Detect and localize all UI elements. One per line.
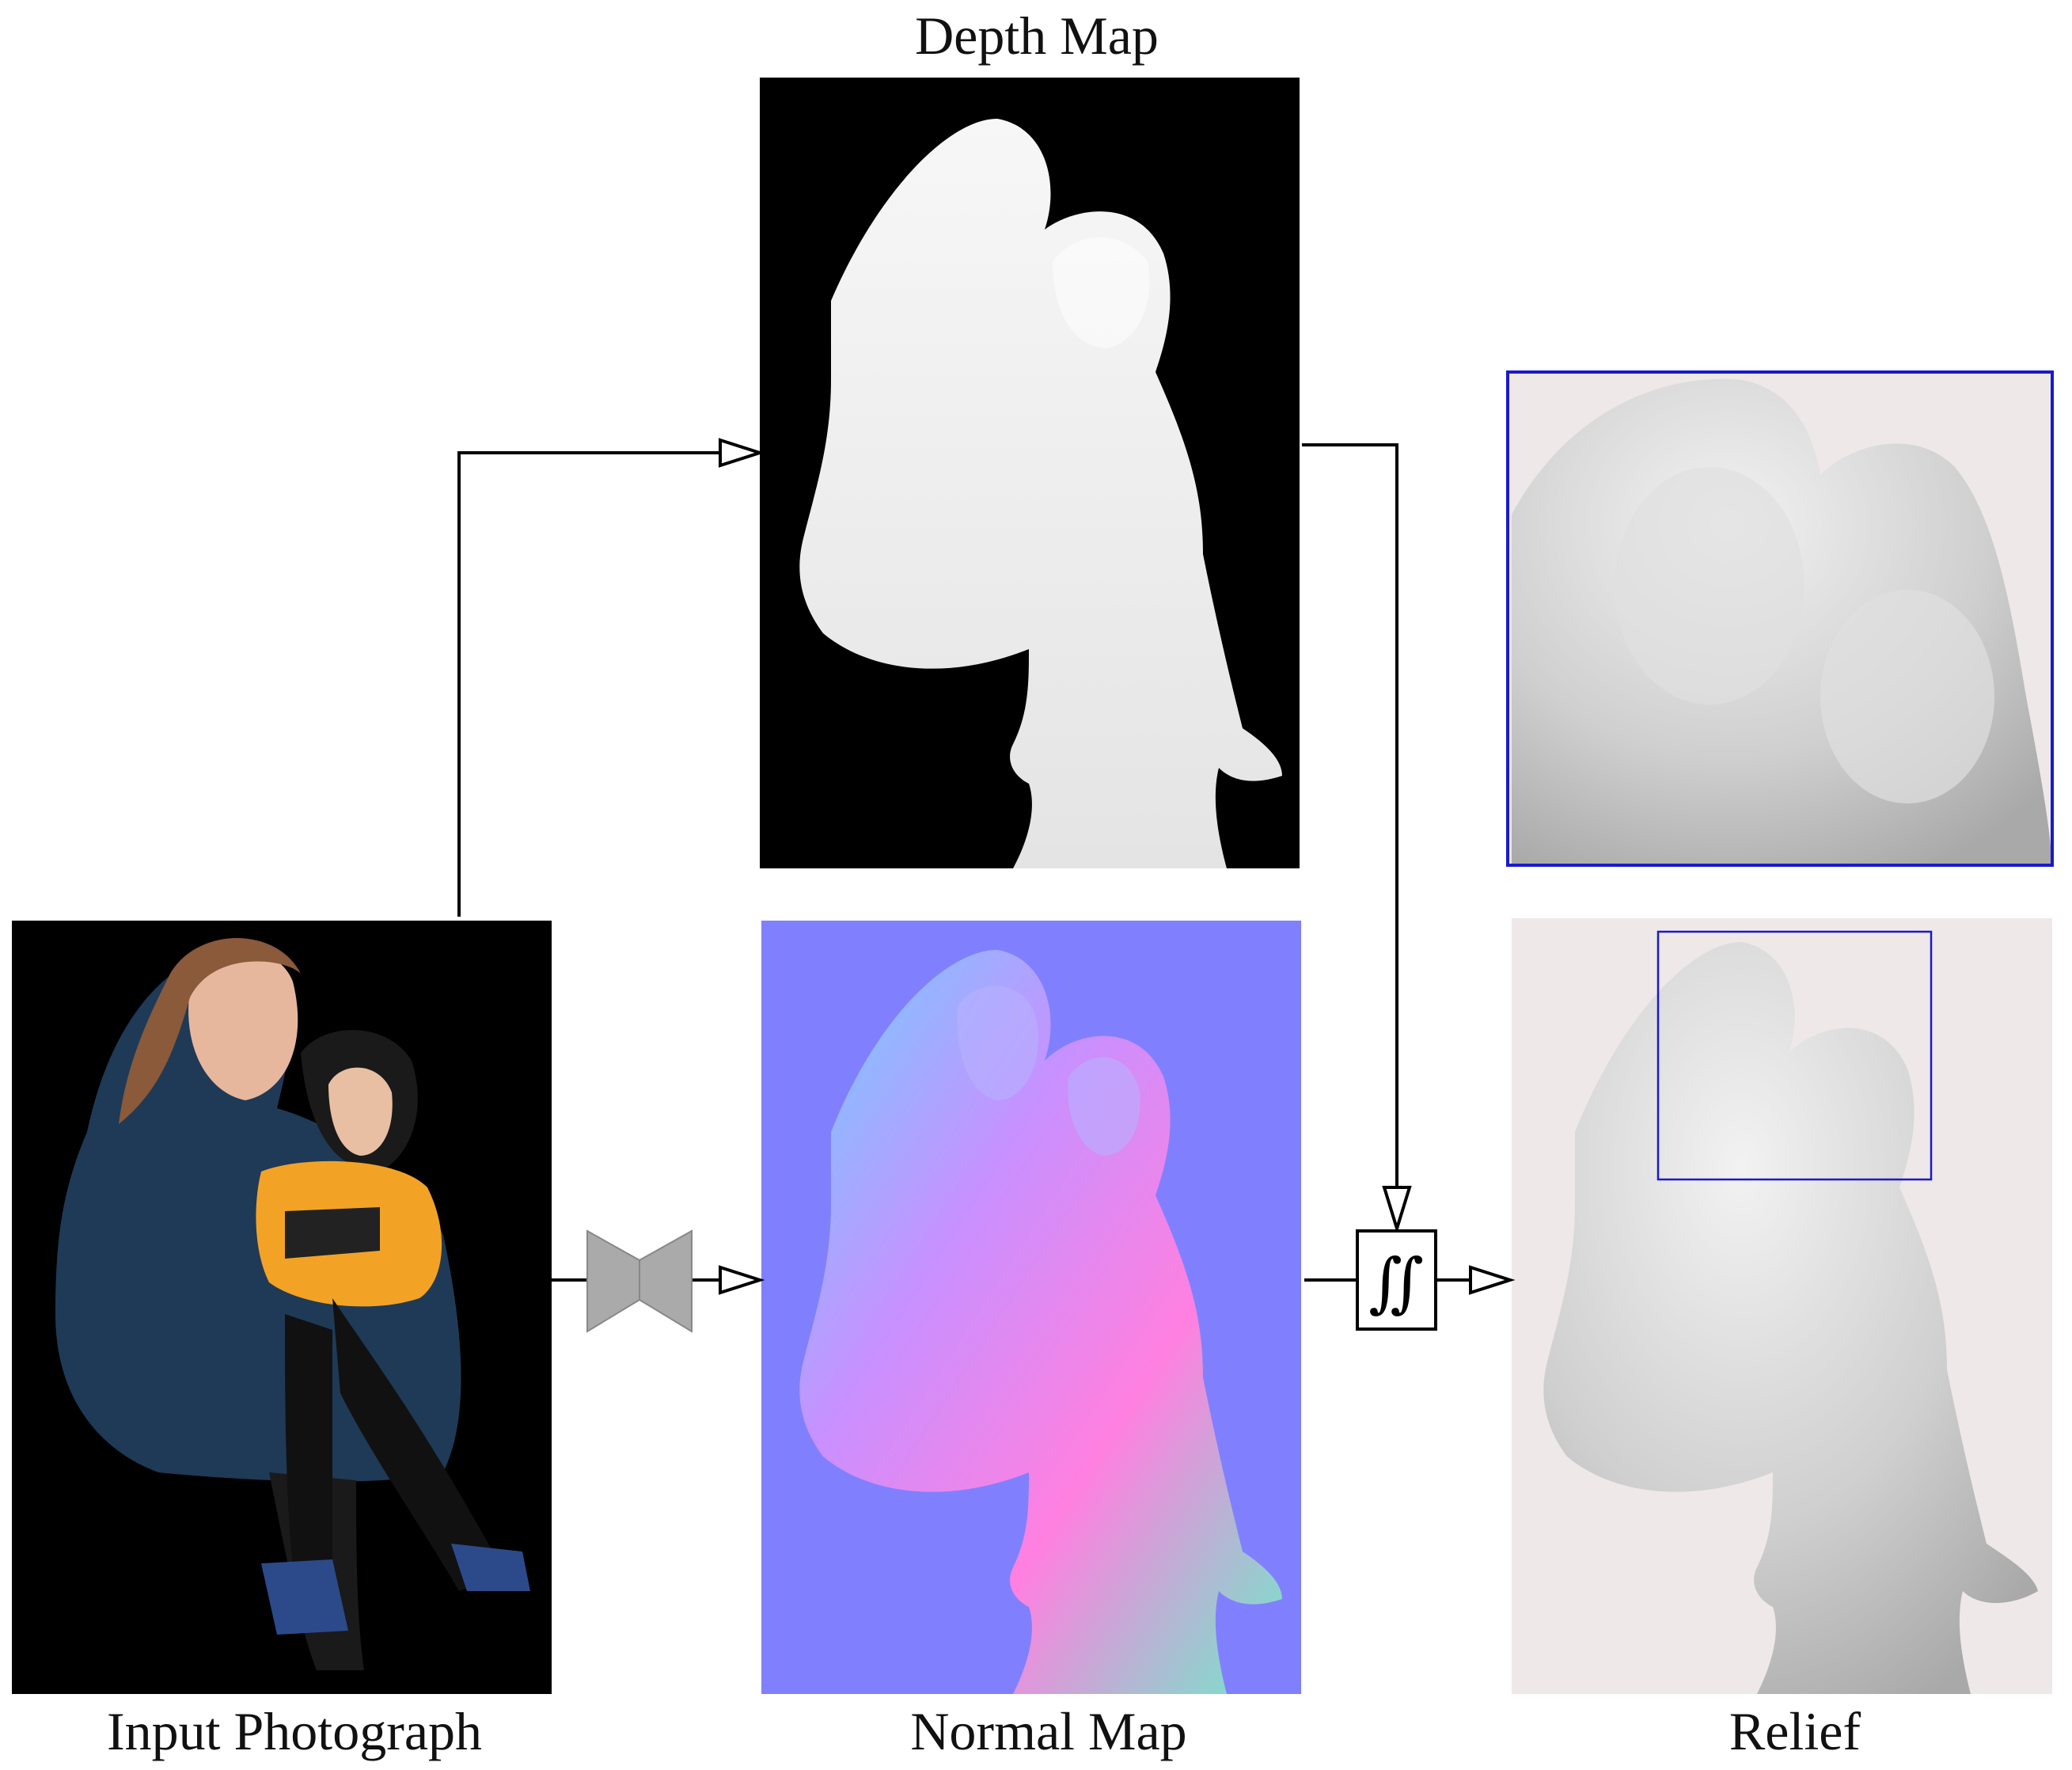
relief-panel [1512, 918, 2052, 1694]
input-photograph-panel [12, 921, 552, 1694]
double-integral-icon: ∬ [1356, 1229, 1437, 1331]
depth-map-label: Depth Map [915, 6, 1159, 66]
depth-map-panel [760, 78, 1300, 868]
relief-highlight-box [1656, 930, 1933, 1181]
encoder-decoder-network-icon [586, 1229, 693, 1333]
arrowhead-to-depth [719, 438, 765, 468]
connectors [457, 443, 1471, 1282]
depth-to-integration-line [1302, 443, 1398, 1187]
relief-zoom-panel [1506, 370, 2054, 867]
integral-symbol: ∬ [1368, 1245, 1424, 1320]
relief-label: Relief [1729, 1701, 1861, 1761]
arrowhead-to-relief [1469, 1265, 1516, 1295]
arrowhead-to-integration [1382, 1186, 1412, 1234]
zoom-highlight-box [1506, 370, 2054, 867]
photo-to-depth-arrow [457, 451, 720, 917]
normal-map-panel [761, 921, 1301, 1694]
arrowhead-to-normal [719, 1265, 765, 1295]
normal-map-label: Normal Map [910, 1701, 1186, 1761]
input-photograph-label: Input Photograph [107, 1701, 482, 1761]
